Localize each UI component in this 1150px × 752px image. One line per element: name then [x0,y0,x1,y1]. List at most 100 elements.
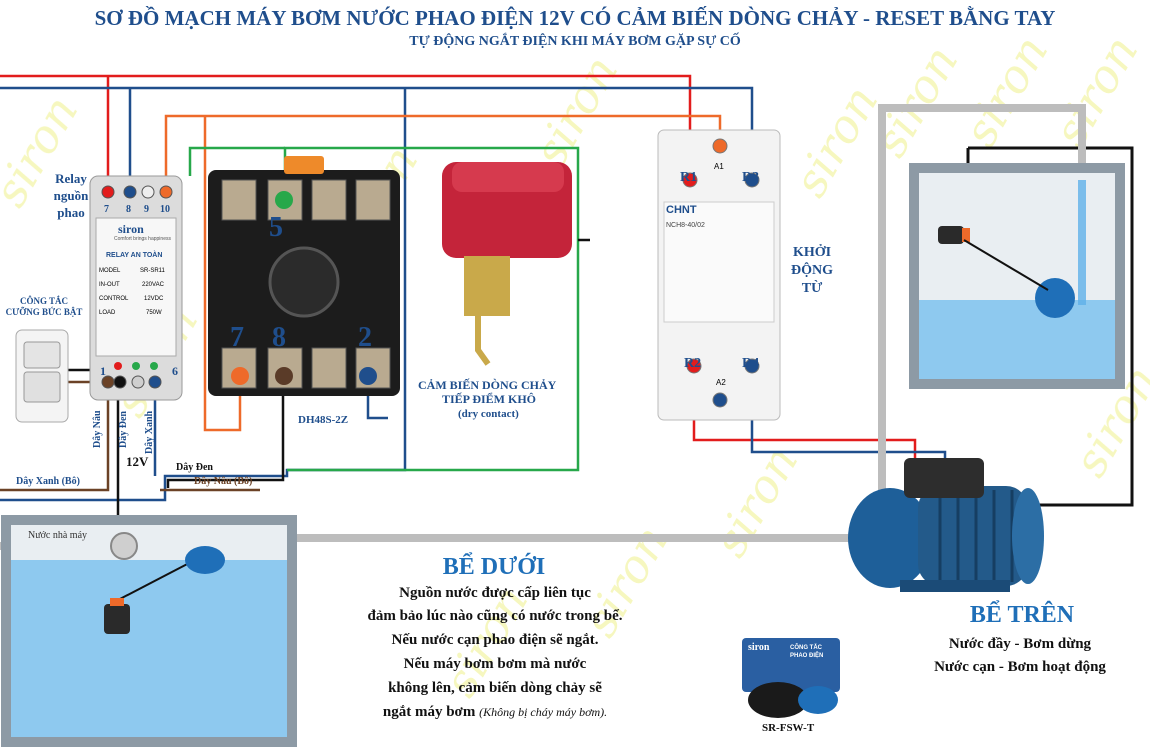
flow-sensor [442,162,572,366]
product-image [742,638,840,718]
flow-sensor-fitting [464,256,510,316]
contactor-brand: CHNT [666,204,697,216]
contactor-model: NCH8-40/02 [666,222,705,229]
blue-wire-label: Dây Xanh [144,410,155,454]
lower-float-weight [104,604,130,634]
timer-pin2-dot [359,367,377,385]
timer-pin-7: 7 [230,322,244,353]
contactor-label-R3: R3 [742,170,760,185]
product-box [742,638,840,692]
green-wire-left [188,146,285,176]
flow-sensor-label-2: TIẾP ĐIỂM KHÔ [442,392,537,406]
relay-load-value: 750W [146,310,162,316]
upper-float-weight [938,226,964,244]
black-wire-label: Dây Đen [118,411,129,448]
pump-terminal-box [904,458,984,498]
upper-tank [909,163,1125,389]
timer-bottom-screws [221,347,391,389]
relay-label: Relay nguồn phao [53,171,89,220]
contactor-label-R4: R4 [742,356,760,371]
relay-bottom-terminal-3 [131,375,145,389]
relay-bottom-term-6: 6 [172,364,178,378]
lower-float-ball [185,546,225,574]
factory-water-label: Nước nhà máy [28,530,88,541]
timer-pin-2: 2 [358,322,372,353]
relay-label-plate [95,217,177,357]
lower-tank-valve [110,532,138,560]
relay-top-term-7: 7 [104,204,109,215]
relay-bottom-terminal-2 [113,375,127,389]
timer-center-hole [268,246,340,318]
flow-sensor-paddle [475,316,491,366]
product-float-black [748,682,808,718]
pump-base [900,580,1010,592]
pump-end-cap [1012,488,1044,584]
relay-terminal-9 [141,185,155,199]
orange-wire-timer [203,116,242,432]
lower-tank [1,515,297,747]
page-subtitle: TỰ ĐỘNG NGẮT ĐIỆN KHI MÁY BƠM GẶP SỰ CỐ [409,34,741,49]
lower-tank-note: (Không bị cháy máy bơm). [479,705,608,719]
relay-model-label: MODEL [99,268,121,274]
upper-tank-water [919,300,1115,379]
upper-tank-line-1: Nước đầy - Bơm dừng [948,636,1092,652]
brown-wire [0,380,110,492]
contactor-R2 [686,358,702,374]
lower-tank-line-2: đảm bảo lúc nào cũng có nước trong bể. [367,608,623,624]
lower-tank-line-5: không lên, cảm biến dòng chảy sẽ [388,680,602,696]
flow-sensor-top [452,162,564,192]
lower-tank-line-1: Nguồn nước được cấp liên tục [399,585,591,601]
contactor-R1 [682,172,698,188]
upper-float-ball [1035,278,1075,318]
watermark-text: siron [703,437,809,566]
relay-top-term-10: 10 [160,204,170,215]
relay-control-label: CONTROL [99,296,129,302]
relay-module [89,175,183,401]
product-float-blue [798,686,838,714]
relay-terminal-8 [123,185,137,199]
relay-inout-label: IN-OUT [99,282,120,288]
pump-motor-body [918,486,1028,586]
lower-tank-line-3: Nếu nước cạn phao điện sẽ ngắt. [391,632,599,648]
lower-tank-water [11,560,287,737]
relay-top-term-8: 8 [126,204,131,215]
flow-sensor-label-1: CẢM BIẾN DÒNG CHẢY [418,378,557,392]
relay-tagline: Comfort brings happiness [114,236,171,242]
contactor-title: KHỞI ĐỘNG TỪ [791,245,833,296]
contactor-label-A1: A1 [714,162,724,171]
switch-socket [23,371,61,403]
upper-float-cord [963,239,1049,291]
product-box-text: CÔNG TẮC PHAO ĐIỆN [790,645,824,659]
lower-float-weight-cap [110,598,124,606]
relay-brand: siron [118,222,144,236]
relay-top-term-9: 9 [144,204,149,215]
contactor-window [663,201,775,323]
falling-water [1078,180,1086,305]
upper-tank-line-2: Nước cạn - Bơm hoạt động [934,659,1106,675]
lower-float-cord [117,559,196,601]
relay-load-label: LOAD [99,310,116,316]
relay-control-value: 12VDC [144,296,164,302]
relay-terminal-10 [159,185,173,199]
lower-tank-title: BỂ DƯỚI [442,554,546,580]
contactor-R3 [744,172,760,188]
switch-label: CÔNG TẮC CƯỠNG BỨC BẬT [5,296,83,317]
blue-source-label: Dây Xanh (Bô) [16,476,80,487]
contactor-label-R2: R2 [684,356,702,371]
contactor-A1 [712,138,728,154]
timer-pin-5: 5 [269,212,283,243]
contactor [657,129,781,421]
contactor-label-R1: R1 [680,170,698,185]
relay-bottom-term-1: 1 [100,364,106,378]
flow-sensor-label-3: (dry contact) [458,408,519,420]
relay-bottom-terminal-4 [148,375,162,389]
manual-switch [15,329,69,423]
brown-wire-label: Dây Nâu [92,410,103,448]
timer-pin7-dot [231,367,249,385]
relay-led-3 [150,362,158,370]
lower-tank-line-6: ngắt máy bơm (Không bị cháy máy bơm). [290,701,700,723]
lower-tank-line-4: Nếu máy bơm bơm mà nước [403,656,587,672]
timer-pin-8: 8 [272,322,286,353]
relay-inout-value: 220VAC [142,282,164,288]
